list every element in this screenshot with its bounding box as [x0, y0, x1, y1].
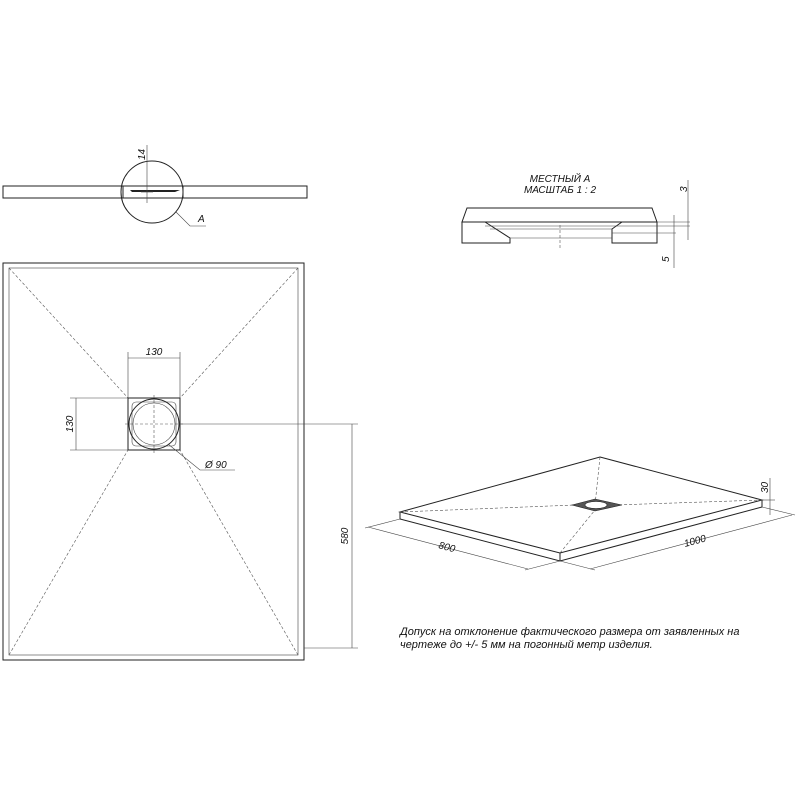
detail-title: МЕСТНЫЙ А [530, 172, 591, 185]
dim-drain-offset: 580 [340, 527, 351, 544]
iso-dim-width: 800 [437, 540, 456, 555]
dim-drain-width: 130 [146, 347, 163, 358]
plan-view: 130 130 Ø 90 580 [2, 262, 358, 661]
iso-view: 800 1000 30 [364, 456, 796, 571]
dim-drain-diameter: Ø 90 [204, 460, 227, 471]
detail-dim-top: 3 [679, 186, 690, 192]
iso-dim-length: 1000 [683, 533, 708, 549]
tray-outline [2, 262, 305, 661]
detail-dim-bottom: 5 [661, 256, 672, 262]
section-view: 14 A [2, 145, 308, 227]
detail-scale: МАСШТАБ 1 : 2 [524, 185, 596, 196]
drain-section [130, 190, 180, 192]
iso-dim-thickness: 30 [760, 481, 771, 493]
detail-view: МЕСТНЫЙ А МАСШТАБ 1 : 2 3 5 [461, 172, 690, 268]
dim-drain-height: 130 [65, 415, 76, 432]
tolerance-note: Допуск на отклонение фактического размер… [400, 626, 780, 652]
tolerance-note-line2: чертеже до +/- 5 мм на погонный метр изд… [400, 639, 653, 651]
tolerance-note-line1: Допуск на отклонение фактического размер… [400, 626, 740, 638]
section-dim-height: 14 [137, 148, 148, 160]
detail-label: A [197, 214, 205, 225]
detail-circle [120, 160, 184, 224]
